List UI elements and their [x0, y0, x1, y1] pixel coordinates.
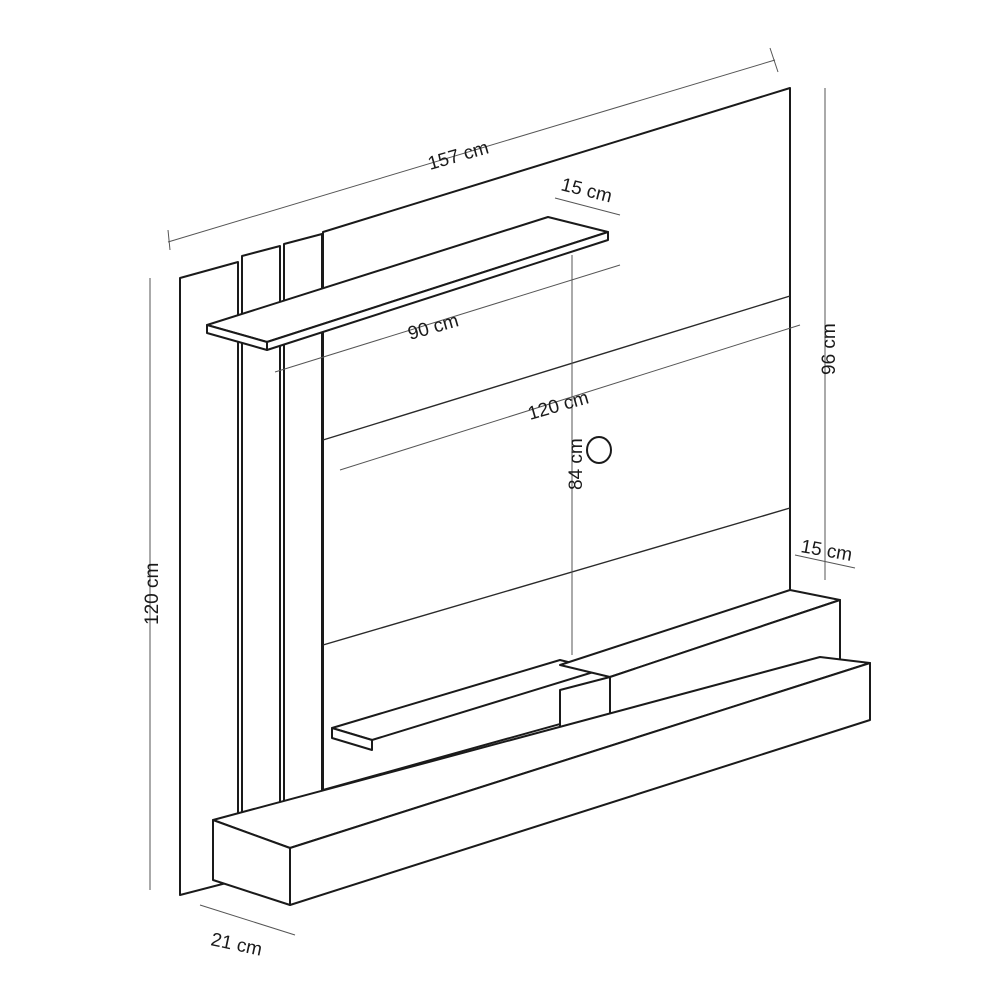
- panel-height-label: 96 cm: [819, 323, 840, 375]
- tv-area-height-label: 84 cm: [566, 438, 587, 490]
- total-height-label: 120 cm: [142, 563, 163, 625]
- right-shelf-depth-label: 15 cm: [799, 536, 854, 566]
- slat-left: [179, 261, 239, 896]
- bottom-depth-label: 21 cm: [209, 929, 264, 960]
- total-width-label: 157 cm: [426, 137, 492, 174]
- cable-hole-icon: [586, 436, 612, 464]
